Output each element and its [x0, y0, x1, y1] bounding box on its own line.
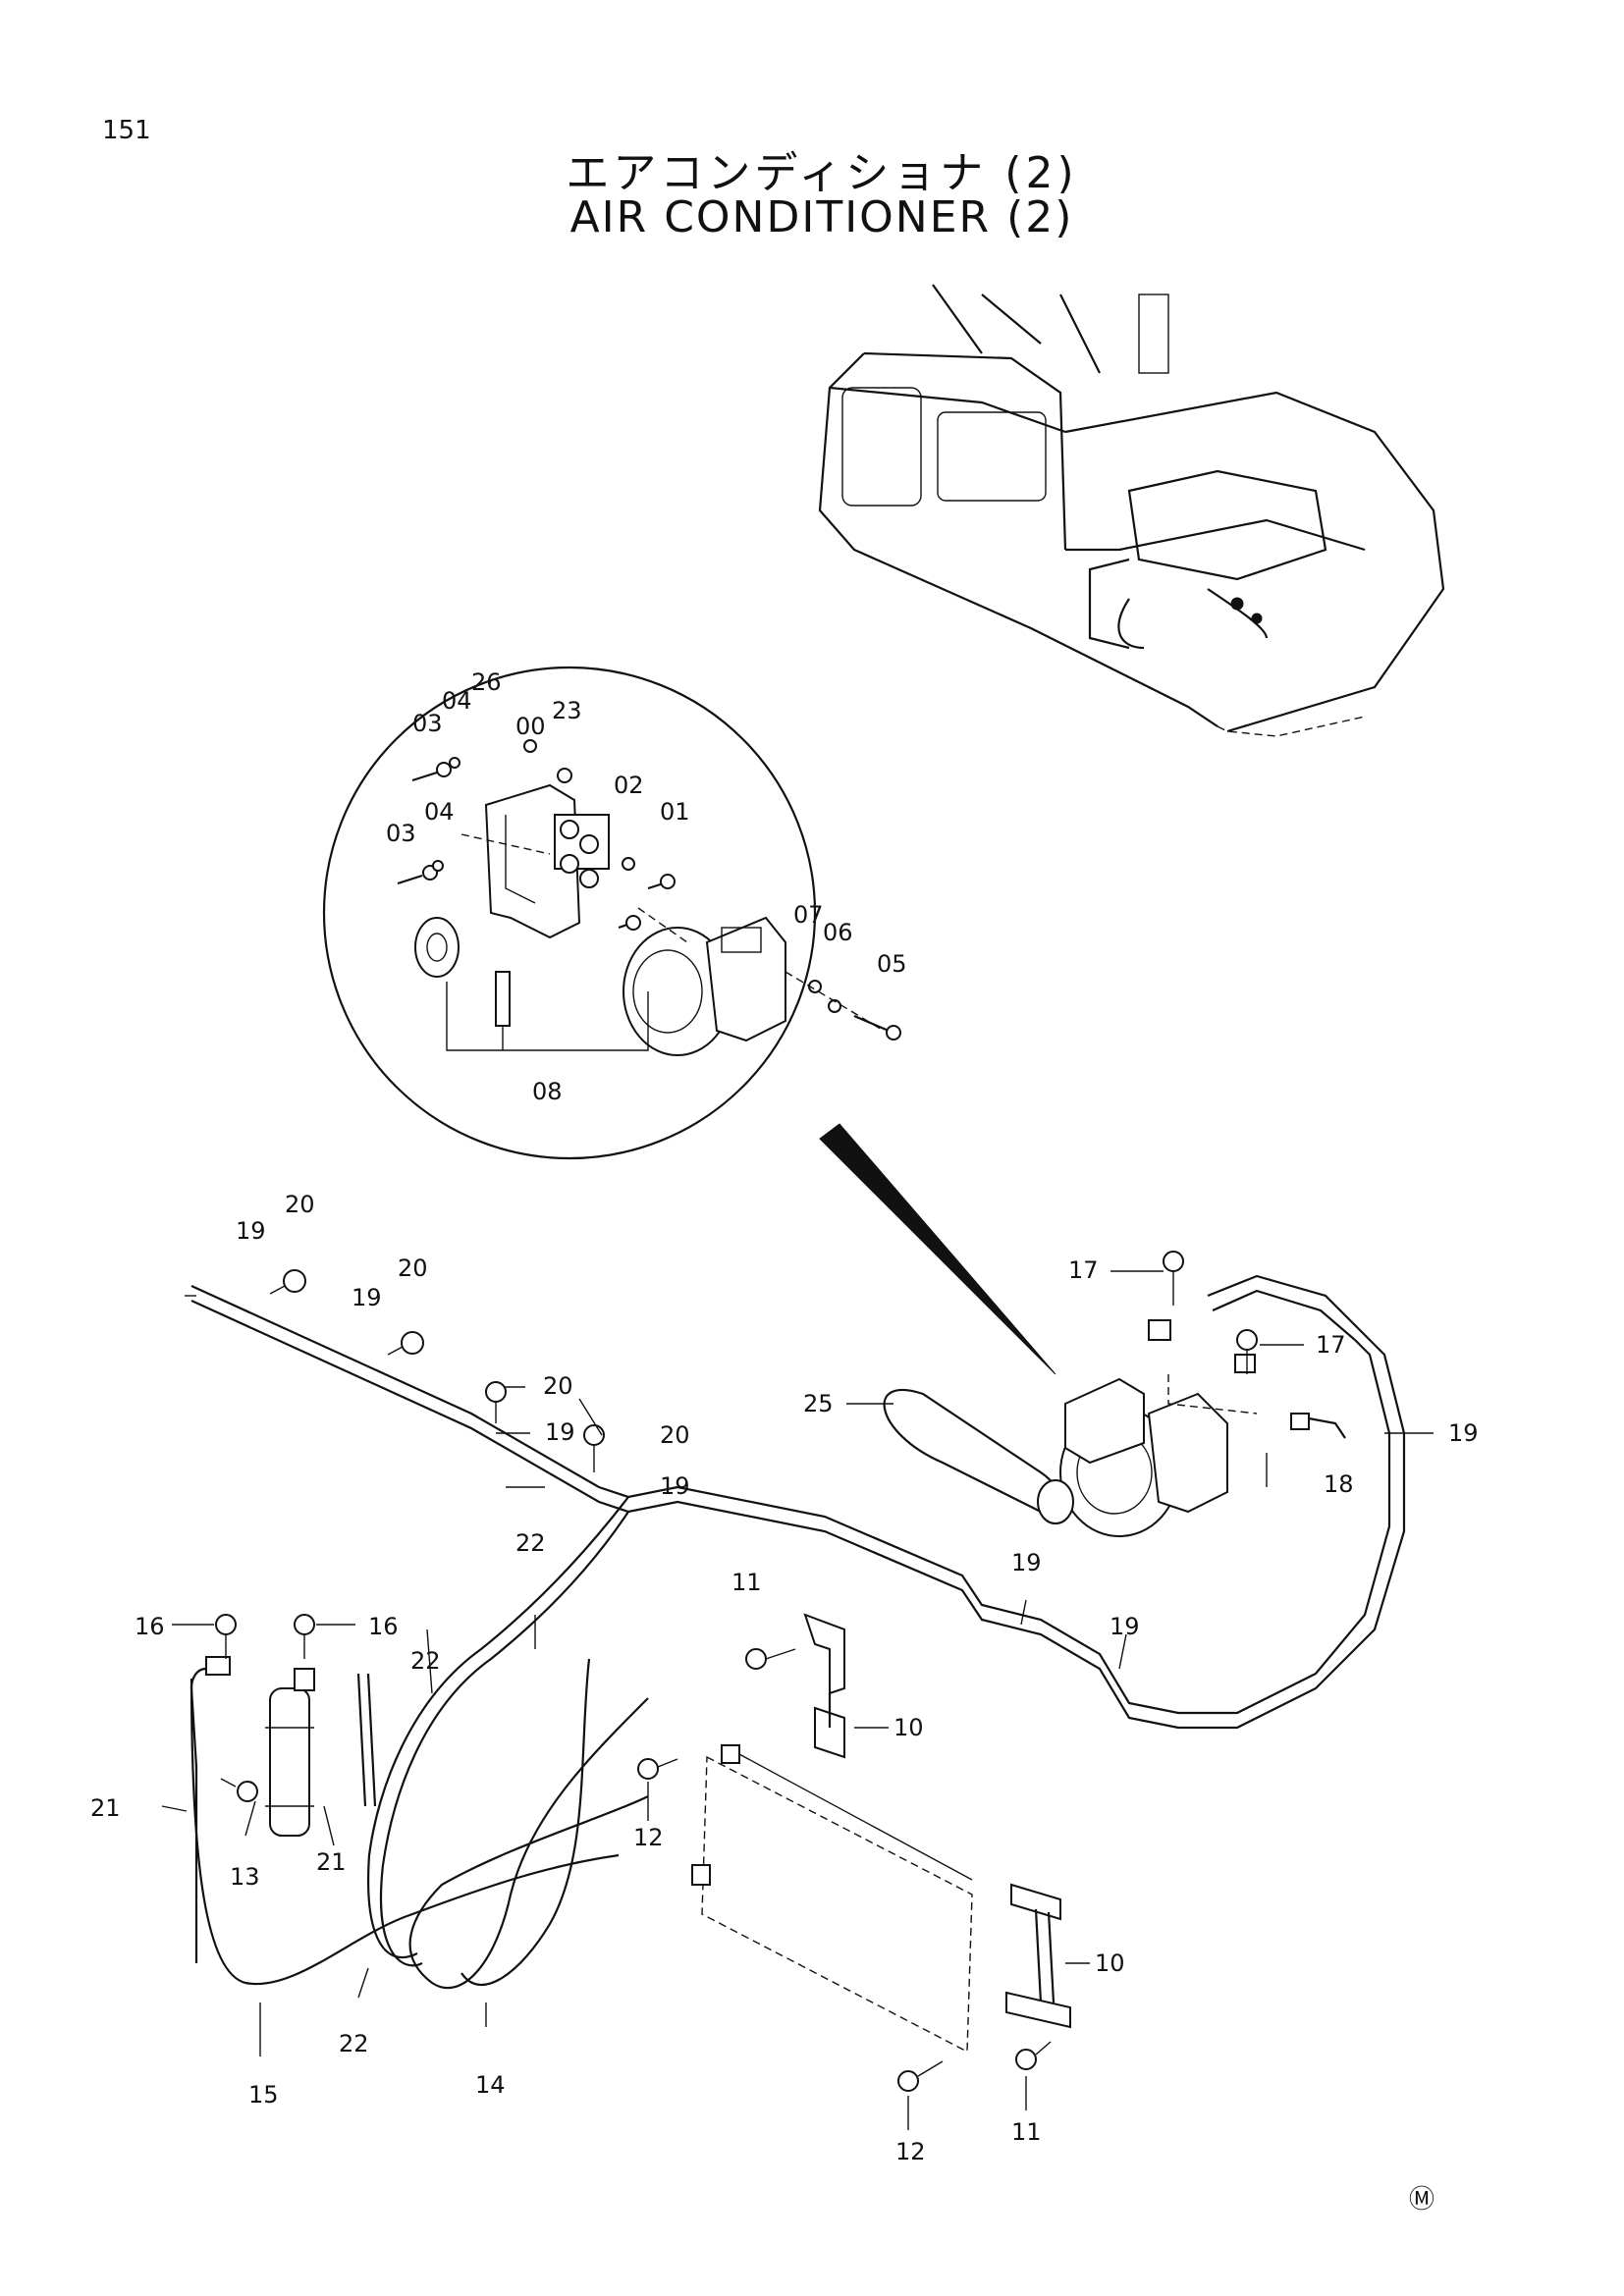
callout-18: 18 — [1324, 1470, 1354, 1498]
compressor-assembly — [883, 1319, 1346, 1537]
callout-02: 02 — [614, 772, 644, 799]
callout-00: 00 — [515, 713, 546, 740]
callout-03-lower: 03 — [386, 820, 416, 847]
callout-19-b: 19 — [352, 1284, 382, 1311]
callout-13: 13 — [230, 1863, 260, 1891]
callout-05: 05 — [877, 950, 907, 978]
callout-04-lower: 04 — [424, 798, 455, 826]
bolts — [215, 1251, 1258, 2092]
receiver-drier — [189, 1656, 377, 1837]
callout-19-e: 19 — [1448, 1419, 1479, 1447]
callout-23: 23 — [552, 697, 582, 724]
callout-12-a: 12 — [633, 1824, 664, 1851]
title-japanese: エアコンディショナ (2) — [566, 148, 1078, 198]
detail-circle — [322, 666, 1056, 1375]
leader-lines — [161, 1270, 1434, 2130]
callout-06: 06 — [823, 919, 853, 946]
callout-26: 26 — [471, 668, 502, 696]
callout-19-g: 19 — [1110, 1613, 1140, 1640]
callout-19-d: 19 — [660, 1472, 690, 1500]
callout-11-b: 11 — [1011, 2118, 1042, 2146]
bracket-10-lower — [1005, 1883, 1071, 2029]
callout-labels: 03 04 26 00 23 02 01 04 03 07 06 05 08 2… — [90, 668, 1479, 2165]
callout-21-b: 21 — [316, 1848, 347, 1876]
callout-16-a: 16 — [135, 1613, 165, 1640]
callout-14: 14 — [475, 2071, 506, 2099]
page-number: 151 — [102, 116, 151, 145]
callout-01: 01 — [660, 798, 690, 826]
m-mark: Ⓜ — [1409, 2185, 1435, 2215]
bracket-10-upper — [803, 1613, 845, 1759]
callout-12-b: 12 — [895, 2138, 926, 2165]
callout-25: 25 — [803, 1390, 834, 1417]
callout-22-c: 22 — [339, 2030, 369, 2057]
callout-20-a: 20 — [285, 1191, 315, 1218]
callout-17-b: 17 — [1316, 1331, 1346, 1359]
callout-04-upper: 04 — [442, 687, 472, 715]
bolt-03-lower — [397, 865, 438, 885]
callout-21-a: 21 — [90, 1794, 121, 1822]
callout-22-a: 22 — [515, 1529, 546, 1557]
callout-19-a: 19 — [236, 1217, 266, 1245]
condenser — [691, 1744, 973, 2054]
callout-17-a: 17 — [1068, 1256, 1099, 1284]
bolt-01 — [647, 874, 676, 890]
callout-19-c: 19 — [545, 1418, 575, 1446]
title-english: AIR CONDITIONER (2) — [569, 192, 1074, 242]
callout-20-b: 20 — [398, 1255, 428, 1282]
callout-11-a: 11 — [731, 1569, 762, 1596]
excavator-overview — [818, 284, 1445, 737]
bolt-03-upper — [411, 762, 452, 782]
callout-16-b: 16 — [368, 1613, 399, 1640]
callout-08: 08 — [532, 1078, 563, 1105]
callout-20-c: 20 — [543, 1372, 573, 1400]
callout-03-upper: 03 — [412, 710, 443, 737]
callout-15: 15 — [248, 2081, 279, 2109]
callout-10-a: 10 — [893, 1714, 924, 1741]
hose-routing — [189, 1274, 1406, 1990]
callout-20-d: 20 — [660, 1421, 690, 1449]
callout-22-b: 22 — [410, 1647, 441, 1675]
callout-19-f: 19 — [1011, 1549, 1042, 1576]
callout-07: 07 — [793, 901, 824, 929]
callout-10-b: 10 — [1095, 1949, 1125, 1977]
